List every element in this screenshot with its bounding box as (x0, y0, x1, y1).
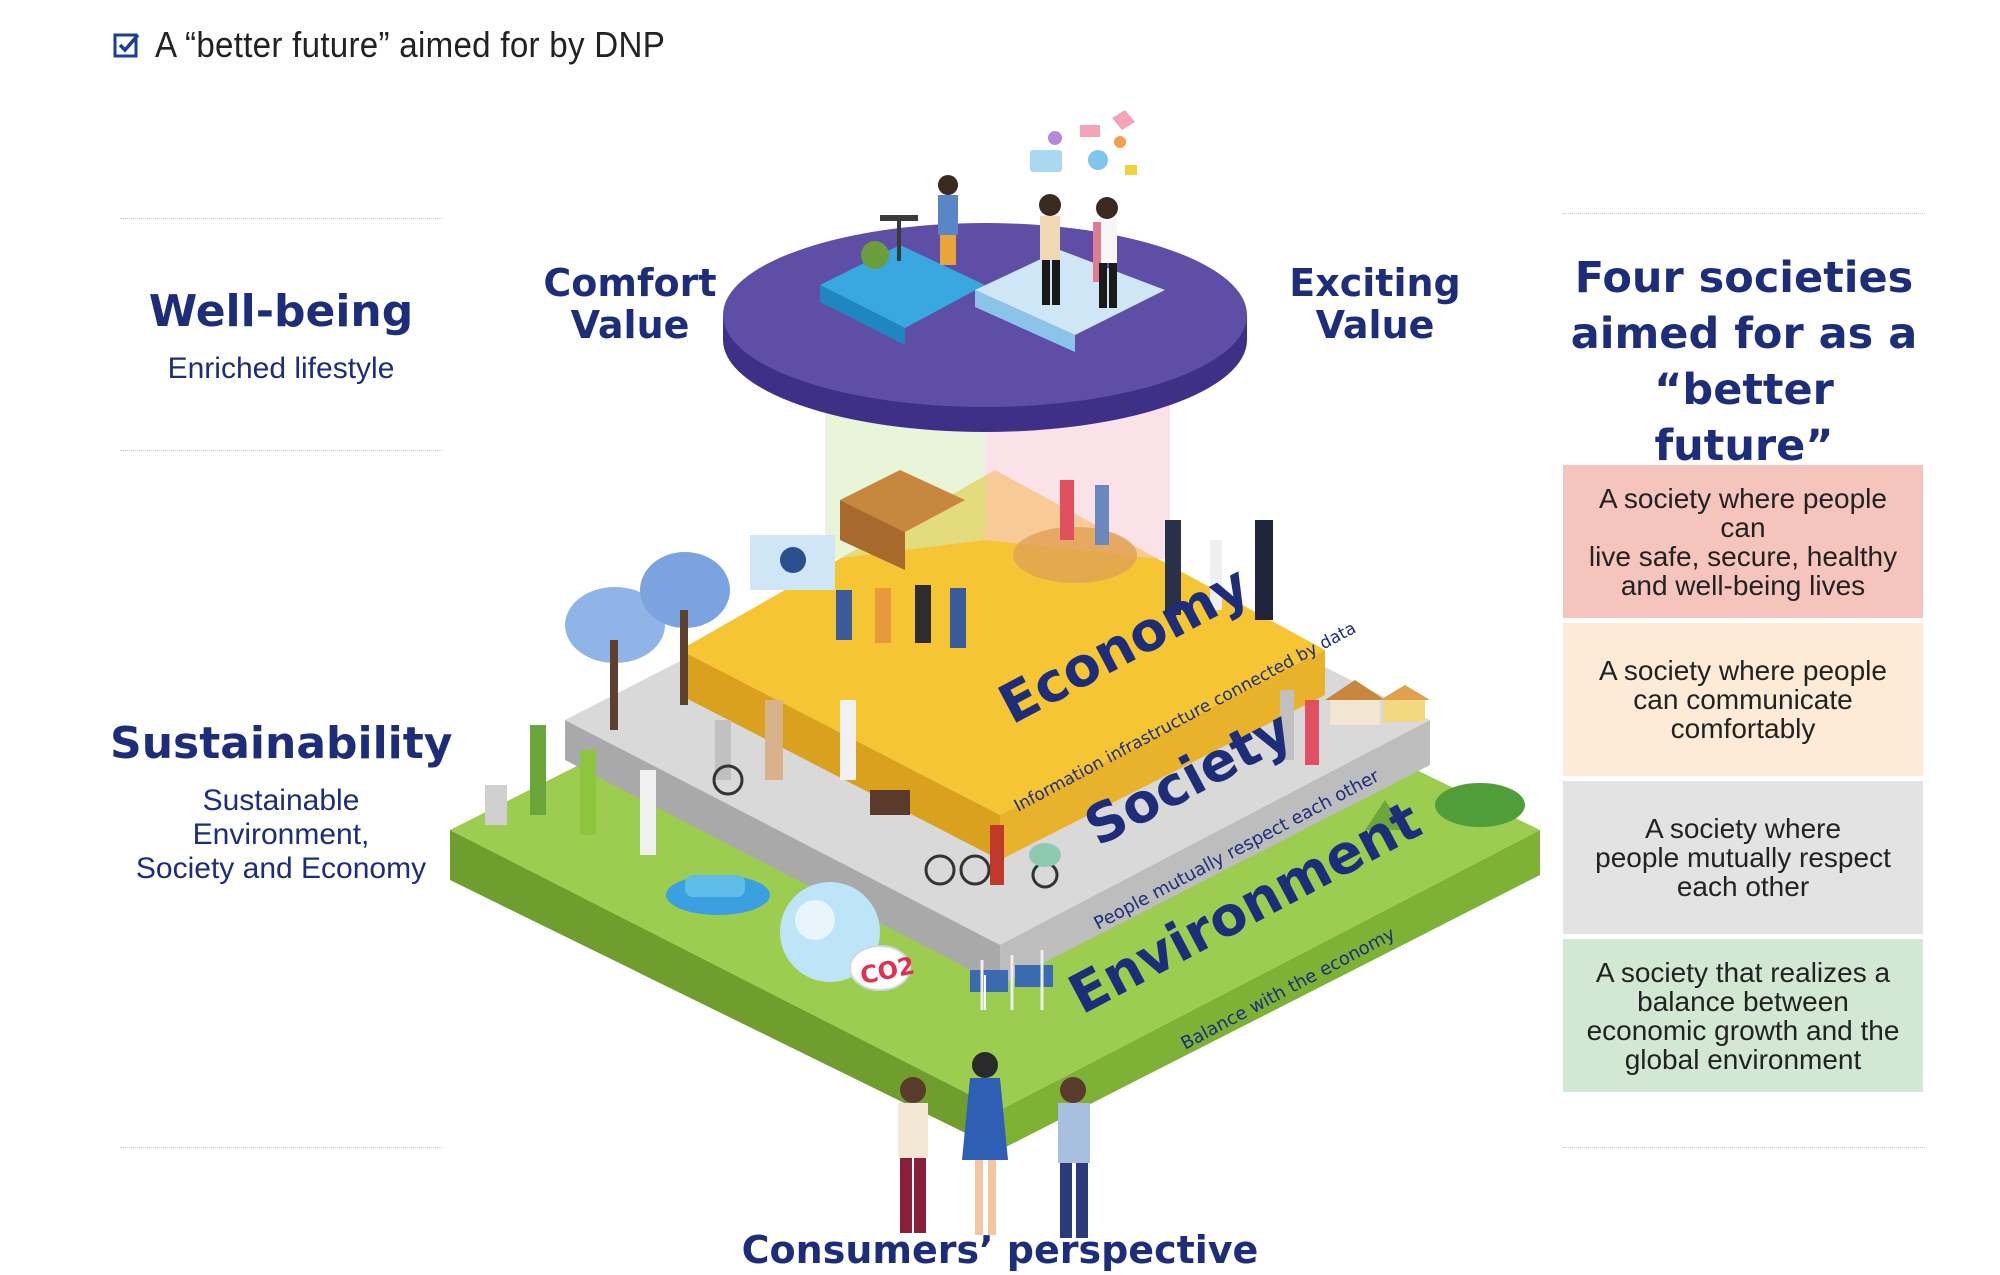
society-box-balance: A society that realizes a balance betwee… (1563, 939, 1923, 1092)
houses (1325, 680, 1430, 725)
divider (120, 1147, 442, 1148)
society-box-communicate: A society where people can communicate c… (1563, 623, 1923, 776)
divider (1563, 1147, 1925, 1148)
checkbox-icon (113, 33, 140, 58)
sustainability-subtitle: Sustainable Environment, Society and Eco… (135, 784, 427, 885)
divider (1563, 213, 1925, 214)
trees (565, 552, 730, 730)
society-people (712, 690, 1319, 889)
app-icons (1030, 110, 1137, 175)
environment-scene: CO2 (485, 725, 1525, 1010)
sustainability-title: Sustainability (110, 718, 453, 769)
divider (120, 218, 442, 219)
divider (120, 450, 442, 451)
people-figures (861, 175, 1118, 308)
consumer-figures (898, 1052, 1090, 1238)
page-header: A “better future” aimed for by DNP (113, 20, 709, 70)
four-societies-heading: Four societies aimed for as a “better fu… (1570, 253, 1918, 471)
wellbeing-title: Well-being (148, 286, 414, 337)
society-box-wellbeing: A society where people can live safe, se… (1563, 465, 1923, 618)
consumers-perspective-label: Consumers’ perspective (741, 1228, 1259, 1272)
light-beam (985, 390, 1170, 560)
wellbeing-subtitle: Enriched lifestyle (167, 352, 395, 385)
top-disc (723, 223, 1247, 432)
society-box-respect: A society where people mutually respect … (1563, 781, 1923, 934)
exciting-value-label: Exciting Value (1289, 261, 1461, 347)
page-title: A “better future” aimed for by DNP (155, 24, 666, 65)
office-scene (750, 470, 1273, 648)
comfort-value-label: Comfort Value (543, 261, 717, 347)
